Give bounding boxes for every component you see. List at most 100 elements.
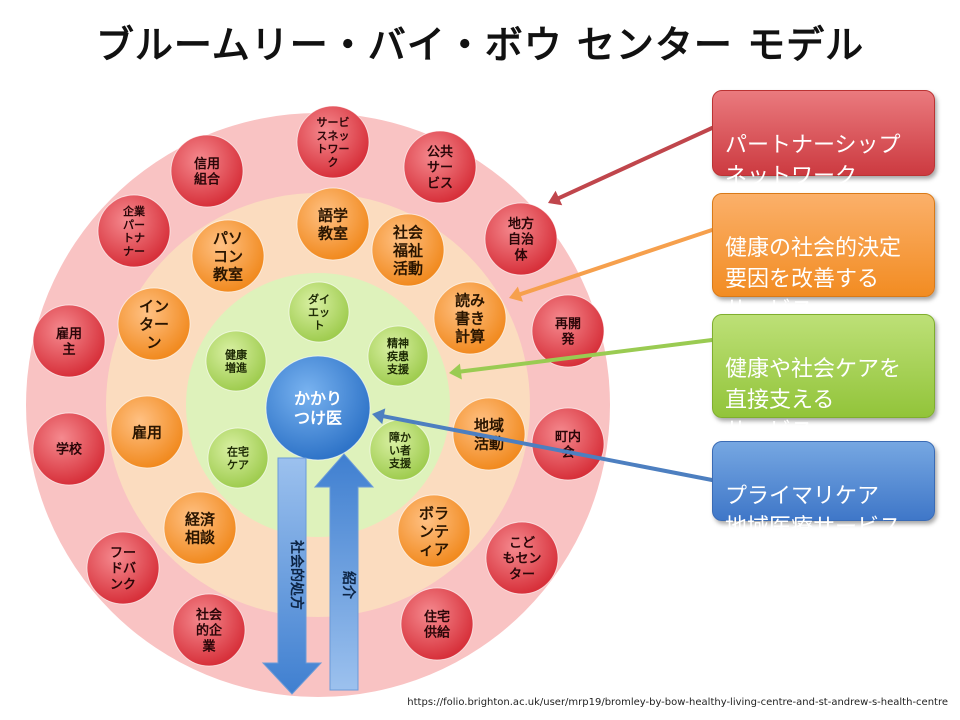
node-inner-3-label: 在宅ケア — [227, 444, 249, 471]
node-outer-11: 企業パートナナー — [97, 194, 171, 268]
arrow-social-prescribing: 社会的処方 — [261, 457, 323, 695]
node-inner-1-label: 精神疾患支援 — [386, 336, 410, 376]
node-inner-2: 障かい者支援 — [369, 419, 431, 481]
node-outer-2: 地方自治体 — [484, 202, 558, 276]
node-center-circle — [265, 355, 371, 461]
node-outer-1-label: 公共サービス — [427, 144, 453, 191]
node-inner-4: 健康増進 — [205, 330, 267, 392]
arrow-down-shape — [261, 457, 323, 695]
node-inner-0: ダイエット — [288, 281, 350, 343]
node-middle-4-label: ボランティア — [419, 504, 449, 558]
node-outer-3-circle — [531, 294, 605, 368]
node-middle-3: 地域活動 — [452, 397, 526, 471]
node-middle-5-label: 経済相談 — [185, 510, 216, 546]
node-outer-0-circle — [296, 105, 370, 179]
legend-social-determinants: 健康の社会的決定 要因を改善する サービス — [712, 193, 935, 323]
node-outer-9-circle — [32, 412, 106, 486]
node-outer-11-label: 企業パートナナー — [122, 204, 146, 258]
pointer-arrow-0 — [548, 126, 714, 206]
arrow-referral: 紹介 — [313, 453, 375, 691]
node-inner-2-label: 障かい者支援 — [388, 430, 412, 470]
node-outer-0: サービスネットワーク — [296, 105, 370, 179]
node-middle-7: インターン — [117, 287, 191, 361]
node-inner-1-circle — [367, 325, 429, 387]
node-middle-3-circle — [452, 397, 526, 471]
node-middle-6-label: 雇用 — [132, 423, 162, 441]
legend-primary-care-label: プライマリケア 地域医療サービス — [725, 484, 902, 540]
node-middle-2-label: 読み書き計算 — [455, 291, 485, 345]
node-outer-5-label: こどもセンター — [502, 536, 541, 582]
node-inner-3-circle — [207, 427, 269, 489]
node-middle-4: ボランティア — [397, 494, 471, 568]
node-inner-0-circle — [288, 281, 350, 343]
node-middle-8-circle — [191, 219, 265, 293]
node-outer-11-circle — [97, 194, 171, 268]
node-outer-6-label: 住宅供給 — [423, 609, 451, 641]
node-outer-2-label: 地方自治体 — [508, 216, 534, 263]
node-outer-3: 再開発 — [531, 294, 605, 368]
node-middle-5-circle — [163, 491, 237, 565]
node-middle-6: 雇用 — [110, 395, 184, 469]
node-inner-3: 在宅ケア — [207, 427, 269, 489]
node-outer-3-label: 再開発 — [555, 317, 581, 348]
node-outer-5-circle — [485, 521, 559, 595]
node-outer-10: 雇用主 — [32, 304, 106, 378]
node-middle-5: 経済相談 — [163, 491, 237, 565]
node-middle-8-label: パソコン教室 — [212, 229, 243, 283]
node-outer-7-circle — [172, 593, 246, 667]
node-outer-10-label: 雇用主 — [56, 326, 82, 358]
node-middle-1: 社会福祉活動 — [371, 213, 445, 287]
node-inner-4-circle — [205, 330, 267, 392]
node-middle-7-circle — [117, 287, 191, 361]
node-outer-6: 住宅供給 — [400, 587, 474, 661]
arrow-up-label: 紹介 — [340, 571, 357, 600]
node-outer-9-label: 学校 — [56, 442, 83, 458]
legend-social-determinants-label: 健康の社会的決定 要因を改善する サービス — [725, 236, 902, 323]
node-outer-1: 公共サービス — [403, 130, 477, 204]
arrow-down-label: 社会的処方 — [288, 539, 305, 610]
node-outer-7: 社会的企業 — [172, 593, 246, 667]
node-middle-6-circle — [110, 395, 184, 469]
node-inner-4-label: 健康増進 — [225, 347, 248, 374]
pointer-arrow-3 — [372, 408, 714, 482]
node-outer-12-circle — [170, 134, 244, 208]
node-outer-10-circle — [32, 304, 106, 378]
node-inner-0-label: ダイエット — [308, 292, 330, 332]
node-middle-8: パソコン教室 — [191, 219, 265, 293]
node-outer-7-label: 社会的企業 — [195, 607, 223, 654]
node-outer-8-circle — [86, 531, 160, 605]
node-center-label: かかりつけ医 — [294, 389, 342, 427]
node-outer-12-label: 信用組合 — [194, 156, 221, 188]
node-center: かかりつけ医 — [265, 355, 371, 461]
node-outer-4: 町内会 — [531, 407, 605, 481]
node-outer-8-label: フードバンク — [110, 546, 136, 592]
node-inner-1: 精神疾患支援 — [367, 325, 429, 387]
node-outer-12: 信用組合 — [170, 134, 244, 208]
node-outer-1-circle — [403, 130, 477, 204]
node-outer-8: フードバンク — [86, 531, 160, 605]
pointer-arrow-2 — [449, 338, 714, 380]
arrow-up-shape — [313, 453, 375, 691]
node-outer-5: こどもセンター — [485, 521, 559, 595]
node-middle-2: 読み書き計算 — [433, 281, 507, 355]
source-url: https://folio.brighton.ac.uk/user/mrp19/… — [407, 697, 948, 708]
node-middle-2-circle — [433, 281, 507, 355]
node-middle-7-label: インターン — [139, 297, 169, 351]
node-middle-0: 語学教室 — [296, 187, 370, 261]
node-middle-4-circle — [397, 494, 471, 568]
legend-primary-care: プライマリケア 地域医療サービス — [712, 441, 935, 540]
legend-partnership-label: パートナーシップ ネットワーク — [725, 133, 901, 189]
legend-health-care-label: 健康や社会ケアを 直接支える サービス — [725, 357, 902, 444]
node-outer-6-circle — [400, 587, 474, 661]
legend-partnership: パートナーシップ ネットワーク — [712, 90, 935, 189]
node-middle-1-label: 社会福祉活動 — [392, 223, 423, 277]
page-title: ブルームリー・バイ・ボウ センター モデル — [95, 23, 865, 67]
node-outer-2-circle — [484, 202, 558, 276]
node-middle-0-label: 語学教室 — [317, 206, 348, 242]
pointer-arrow-1 — [509, 228, 714, 302]
legend-health-care: 健康や社会ケアを 直接支える サービス — [712, 314, 935, 444]
node-outer-0-label: サービスネットワーク — [317, 115, 350, 169]
node-middle-1-circle — [371, 213, 445, 287]
node-middle-0-circle — [296, 187, 370, 261]
